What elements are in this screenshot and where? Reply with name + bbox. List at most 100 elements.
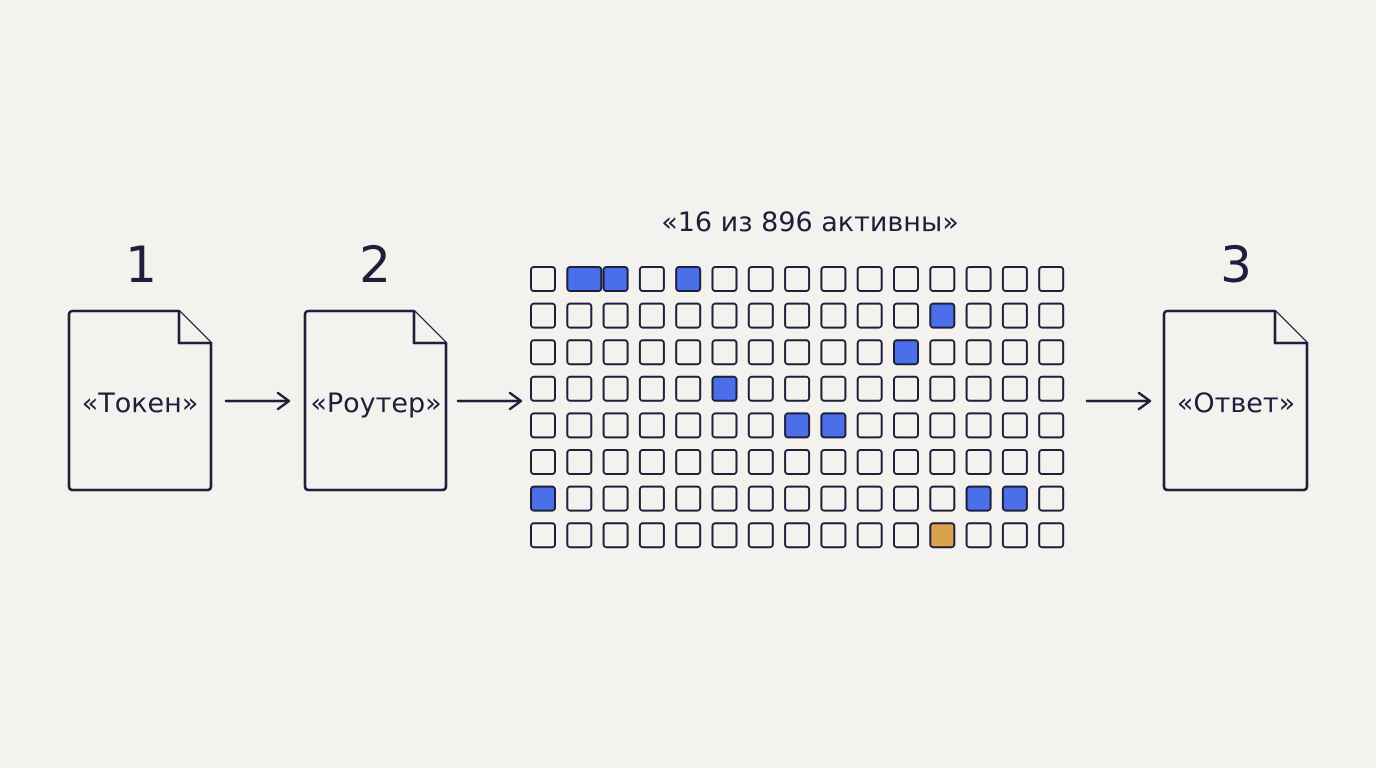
- expert-cell: [638, 412, 665, 439]
- expert-cell: [856, 339, 883, 366]
- expert-cell: [638, 302, 665, 329]
- expert-cell: [784, 522, 811, 549]
- expert-cell: [747, 449, 774, 475]
- expert-cell: [1001, 375, 1028, 402]
- expert-cell: [820, 266, 847, 292]
- expert-cell: [566, 449, 593, 475]
- expert-cell: [1038, 266, 1065, 292]
- answer-label: «Ответ»: [1177, 388, 1295, 419]
- router-label: «Роутер»: [310, 388, 441, 419]
- expert-cell: [929, 449, 956, 475]
- expert-cell: [638, 266, 665, 292]
- expert-cell: [784, 375, 811, 402]
- expert-cell: [929, 375, 956, 402]
- expert-cell: [747, 485, 774, 512]
- expert-cell: [965, 449, 992, 475]
- expert-cell: [530, 522, 556, 549]
- expert-cell: [784, 339, 811, 366]
- expert-cell: [929, 339, 956, 366]
- expert-cell: [820, 449, 847, 475]
- expert-cell: [711, 449, 738, 475]
- expert-cell: [566, 339, 593, 366]
- expert-cell-active: [675, 266, 702, 292]
- expert-cell: [1038, 375, 1065, 402]
- expert-cell: [711, 412, 738, 439]
- expert-cell: [566, 412, 593, 439]
- expert-cell: [893, 449, 919, 475]
- expert-cell: [1001, 412, 1028, 439]
- answer-document-icon: [1162, 309, 1309, 492]
- expert-cell: [820, 522, 847, 549]
- expert-cell: [675, 485, 702, 512]
- expert-cell: [965, 339, 992, 366]
- expert-cell: [929, 485, 956, 512]
- arrow-router-to-experts: [456, 391, 523, 411]
- expert-cell-active: [602, 266, 629, 292]
- expert-cell: [566, 375, 593, 402]
- expert-cell: [747, 375, 774, 402]
- expert-cell: [747, 266, 774, 292]
- expert-cell: [566, 522, 593, 549]
- expert-cell: [675, 522, 702, 549]
- expert-cell: [893, 375, 919, 402]
- router-document-icon: [303, 309, 448, 492]
- expert-cell: [638, 449, 665, 475]
- arrow-token-to-router: [224, 391, 291, 411]
- expert-grid-title: «16 из 896 активны»: [661, 207, 959, 238]
- expert-cell-active: [784, 412, 811, 439]
- expert-cell: [602, 339, 629, 366]
- expert-cell: [1038, 485, 1065, 512]
- expert-cell-active: [929, 302, 956, 329]
- expert-cell: [675, 412, 702, 439]
- token-step: 1 «Токен»: [67, 236, 213, 492]
- expert-cell: [784, 266, 811, 292]
- expert-cell: [747, 522, 774, 549]
- expert-cell: [893, 412, 919, 439]
- expert-grid-section: «16 из 896 активны»: [530, 207, 1065, 549]
- expert-cell: [820, 339, 847, 366]
- expert-cell: [929, 412, 956, 439]
- expert-cell: [965, 375, 992, 402]
- expert-cell: [820, 302, 847, 329]
- expert-grid: [530, 266, 1065, 549]
- expert-cell: [711, 302, 738, 329]
- expert-cell: [856, 485, 883, 512]
- expert-cell: [602, 485, 629, 512]
- answer-step: 3 «Ответ»: [1162, 236, 1309, 492]
- expert-cell: [1038, 302, 1065, 329]
- expert-cell: [965, 266, 992, 292]
- expert-cell: [856, 302, 883, 329]
- expert-cell: [602, 302, 629, 329]
- expert-cell: [530, 412, 556, 439]
- expert-cell: [965, 522, 992, 549]
- expert-cell: [638, 485, 665, 512]
- expert-cell: [530, 449, 556, 475]
- expert-cell: [1038, 522, 1065, 549]
- expert-cell: [602, 449, 629, 475]
- expert-cell: [602, 375, 629, 402]
- expert-cell: [711, 485, 738, 512]
- expert-cell-active: [1001, 485, 1028, 512]
- expert-cell: [675, 302, 702, 329]
- expert-cell: [675, 449, 702, 475]
- expert-cell: [530, 302, 556, 329]
- router-step: 2 «Роутер»: [303, 236, 448, 492]
- expert-cell: [929, 266, 956, 292]
- expert-cell: [784, 302, 811, 329]
- expert-cell: [711, 522, 738, 549]
- expert-cell: [893, 266, 919, 292]
- expert-cell: [1001, 449, 1028, 475]
- expert-cell: [602, 412, 629, 439]
- expert-cell: [1001, 339, 1028, 366]
- token-document-icon: [67, 309, 213, 492]
- expert-cell: [566, 485, 593, 512]
- expert-cell: [1038, 449, 1065, 475]
- expert-cell: [747, 339, 774, 366]
- expert-cell-active: [820, 412, 847, 439]
- expert-cell-active: [530, 485, 556, 512]
- expert-cell: [711, 266, 738, 292]
- expert-cell: [820, 485, 847, 512]
- expert-cell: [893, 302, 919, 329]
- expert-cell: [965, 412, 992, 439]
- expert-cell: [638, 522, 665, 549]
